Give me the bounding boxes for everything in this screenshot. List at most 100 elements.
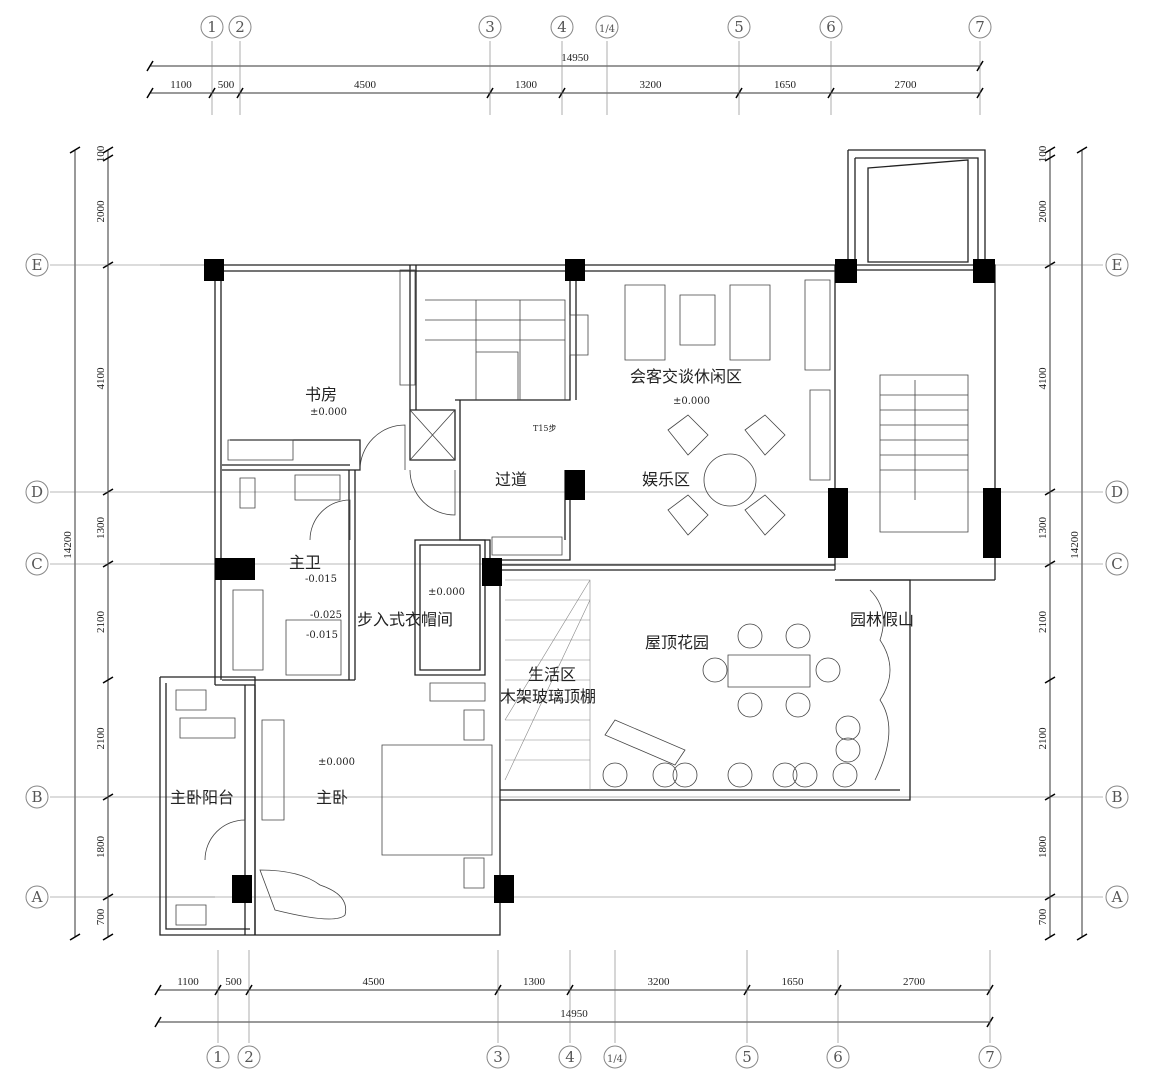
axis-label-x: 5 <box>742 1048 752 1066</box>
dim-y-left: 2100 <box>95 611 107 634</box>
axis-label-x: 7 <box>975 18 985 36</box>
dim-y-left: 100 <box>95 145 107 162</box>
label-rockery: 园林假山 <box>850 610 914 629</box>
dim-tick <box>1044 676 1056 684</box>
dim-y-right: 2100 <box>1037 611 1049 634</box>
dim-tick <box>1044 154 1056 162</box>
dim-tick <box>69 933 81 941</box>
dim-x-bottom: 3200 <box>648 976 671 988</box>
label-study: 书房 <box>305 385 337 404</box>
dim-tick <box>102 933 114 941</box>
dim-x-top: 2700 <box>895 79 918 91</box>
axis-bubble-y <box>1105 552 1129 576</box>
dim-y-right: 1800 <box>1037 836 1049 859</box>
axis-bubble-x <box>486 1045 510 1069</box>
dim-x-top: 1650 <box>774 79 797 91</box>
dim-x-bottom: 1100 <box>177 976 199 988</box>
dim-y-right: 4100 <box>1037 367 1049 390</box>
elev-bath2: -0.025 <box>310 610 342 621</box>
dim-y-right: 1300 <box>1037 517 1049 540</box>
axis-bubble-y <box>1105 785 1129 809</box>
label-roof-garden: 屋顶花园 <box>645 633 709 652</box>
axis-bubble-x <box>237 1045 261 1069</box>
dim-x-total-top: 14950 <box>561 52 589 64</box>
elev-closet: ±0.000 <box>428 587 465 598</box>
axis-bubble-x <box>200 15 224 39</box>
axis-bubble-y <box>1105 253 1129 277</box>
axis-label-x: 5 <box>734 18 744 36</box>
dim-tick <box>1076 933 1088 941</box>
label-master-bedroom: 主卧 <box>316 788 348 807</box>
axis-bubble-y <box>25 253 49 277</box>
axis-label-y: A <box>31 888 43 906</box>
axis-bubble-y <box>25 552 49 576</box>
axis-label-y: E <box>1112 256 1123 274</box>
garden-stools <box>702 623 841 718</box>
axis-label-y: E <box>32 256 43 274</box>
axis-label-y: D <box>1111 483 1123 501</box>
dim-x-bottom: 1300 <box>523 976 546 988</box>
label-walk-in-closet: 步入式衣帽间 <box>357 610 453 629</box>
axis-label-y: D <box>31 483 43 501</box>
dim-y-right: 2000 <box>1037 200 1049 223</box>
axis-bubble-x <box>735 1045 759 1069</box>
axis-label-x: 2 <box>235 18 245 36</box>
dim-tick <box>1076 146 1088 154</box>
axis-label-x: 4 <box>565 1048 575 1066</box>
dim-tick <box>154 1016 162 1028</box>
axis-label-y: C <box>31 555 42 573</box>
axis-bubble-y <box>1105 885 1129 909</box>
dim-tick <box>1044 146 1056 154</box>
dim-x-total-bottom: 14950 <box>560 1008 588 1020</box>
axis-bubble-x <box>228 15 252 39</box>
axis-label-x: 1 <box>207 18 217 36</box>
dim-y-left: 2000 <box>95 200 107 223</box>
dim-x-top: 3200 <box>640 79 663 91</box>
axis-bubble-y <box>25 785 49 809</box>
dim-tick <box>102 154 114 162</box>
axis-label-x: 6 <box>826 18 836 36</box>
label-master-bath: 主卫 <box>289 553 321 572</box>
axis-label-x: 4 <box>557 18 567 36</box>
dim-tick <box>154 984 162 996</box>
axis-bubble-x <box>478 15 502 39</box>
room-labels: 书房 会客交谈休闲区 过道 娱乐区 主卫 步入式衣帽间 生活区 木架玻璃顶棚 屋… <box>170 367 914 807</box>
axis-label-x: 1/4 <box>607 1054 623 1065</box>
dim-tick <box>146 60 154 72</box>
dim-x-bottom: 2700 <box>903 976 926 988</box>
elev-bath3: -0.015 <box>306 630 338 641</box>
axis-label-x: 1/4 <box>599 24 615 35</box>
dim-y-left: 1300 <box>95 517 107 540</box>
label-glass-canopy: 木架玻璃顶棚 <box>500 687 596 706</box>
dim-y-left: 700 <box>95 908 107 925</box>
axis-bubble-x <box>595 15 619 39</box>
dim-y-left: 2100 <box>95 727 107 750</box>
shrubs <box>602 589 891 788</box>
dim-x-bottom: 1650 <box>782 976 805 988</box>
axis-bubble-y <box>25 480 49 504</box>
label-master-balcony: 主卧阳台 <box>170 788 234 807</box>
axis-bubble-x <box>558 1045 582 1069</box>
dim-y-right: 100 <box>1037 145 1049 162</box>
axis-label-x: 2 <box>244 1048 254 1066</box>
dim-y-right: 2100 <box>1037 727 1049 750</box>
axis-label-y: C <box>1111 555 1122 573</box>
elev-bedroom: ±0.000 <box>318 757 355 768</box>
dim-y-total-left: 14200 <box>62 531 74 559</box>
label-entertainment: 娱乐区 <box>642 470 690 489</box>
axis-label-x: 3 <box>485 18 495 36</box>
dim-y-right: 700 <box>1037 908 1049 925</box>
dim-x-top: 1300 <box>515 79 538 91</box>
axis-label-y: B <box>31 788 42 806</box>
dim-y-left: 1800 <box>95 836 107 859</box>
axis-bubble-y <box>1105 480 1129 504</box>
axis-label-y: B <box>1111 788 1122 806</box>
axis-bubble-x <box>550 15 574 39</box>
elev-study: ±0.000 <box>310 407 347 418</box>
dim-x-top: 1100 <box>170 79 192 91</box>
axis-label-x: 7 <box>985 1048 995 1066</box>
dim-y-total-right: 14200 <box>1069 531 1081 559</box>
